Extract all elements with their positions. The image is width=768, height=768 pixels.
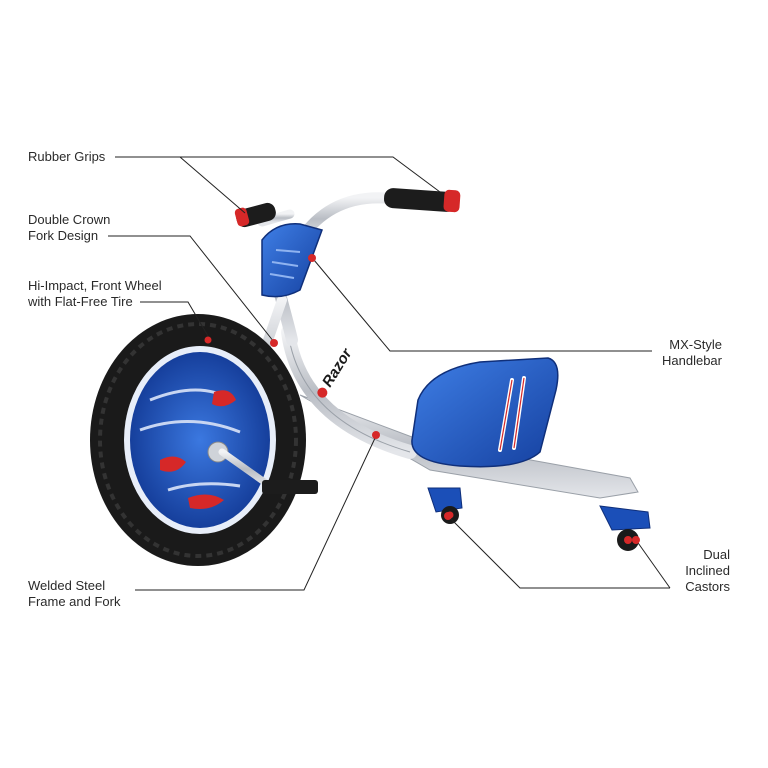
right-castor [599, 505, 651, 551]
bike-illustration: Razor [90, 188, 651, 566]
marker-handlebar [308, 254, 316, 262]
marker-double-crown [270, 339, 278, 347]
front-wheel [90, 314, 306, 566]
callout-line: Fork Design [28, 228, 99, 243]
marker-castor-right [632, 536, 640, 544]
leader-castors-right [635, 539, 671, 589]
marker-frame [372, 431, 380, 439]
callout-double-crown: Double Crown Fork Design [28, 212, 110, 244]
leader-mx-handlebar [313, 259, 652, 352]
callout-line: Frame and Fork [28, 594, 121, 609]
leader-welded-frame [135, 435, 377, 591]
leader-castors-left [447, 515, 670, 589]
callout-line: Rubber Grips [28, 149, 106, 164]
leader-lines [108, 156, 671, 591]
callout-castors: Dual Inclined Castors [685, 547, 730, 595]
callout-mx-handlebar: MX-Style Handlebar [662, 337, 722, 369]
right-grip [383, 188, 457, 212]
callout-line: Inclined [685, 563, 730, 578]
callout-front-wheel: Hi-Impact, Front Wheel with Flat-Free Ti… [28, 278, 162, 310]
callout-line: Hi-Impact, Front Wheel [28, 278, 162, 293]
callout-welded-frame: Welded Steel Frame and Fork [28, 578, 120, 610]
callout-line: Handlebar [662, 353, 722, 368]
pedal-crank [218, 448, 274, 490]
leader-rubber-grips-left [179, 156, 246, 214]
callout-line: Dual [703, 547, 730, 562]
callout-line: with Flat-Free Tire [28, 294, 133, 309]
leader-rubber-grips [115, 156, 441, 193]
pedal [262, 480, 318, 494]
marker-castor-left [444, 512, 452, 520]
brand-logo-text: Razor [319, 345, 356, 390]
callout-rubber-grips: Rubber Grips [28, 149, 105, 165]
callout-line: Welded Steel [28, 578, 106, 593]
brand-logo: Razor [317, 345, 356, 398]
leader-front-wheel [140, 301, 209, 337]
seat [411, 357, 559, 468]
callout-line: Castors [685, 579, 730, 594]
wheel-top-marker [204, 336, 212, 344]
marker-dots [270, 254, 640, 544]
leader-double-crown [108, 235, 275, 343]
callout-line: MX-Style [669, 337, 722, 352]
callout-line: Double Crown [28, 212, 111, 227]
